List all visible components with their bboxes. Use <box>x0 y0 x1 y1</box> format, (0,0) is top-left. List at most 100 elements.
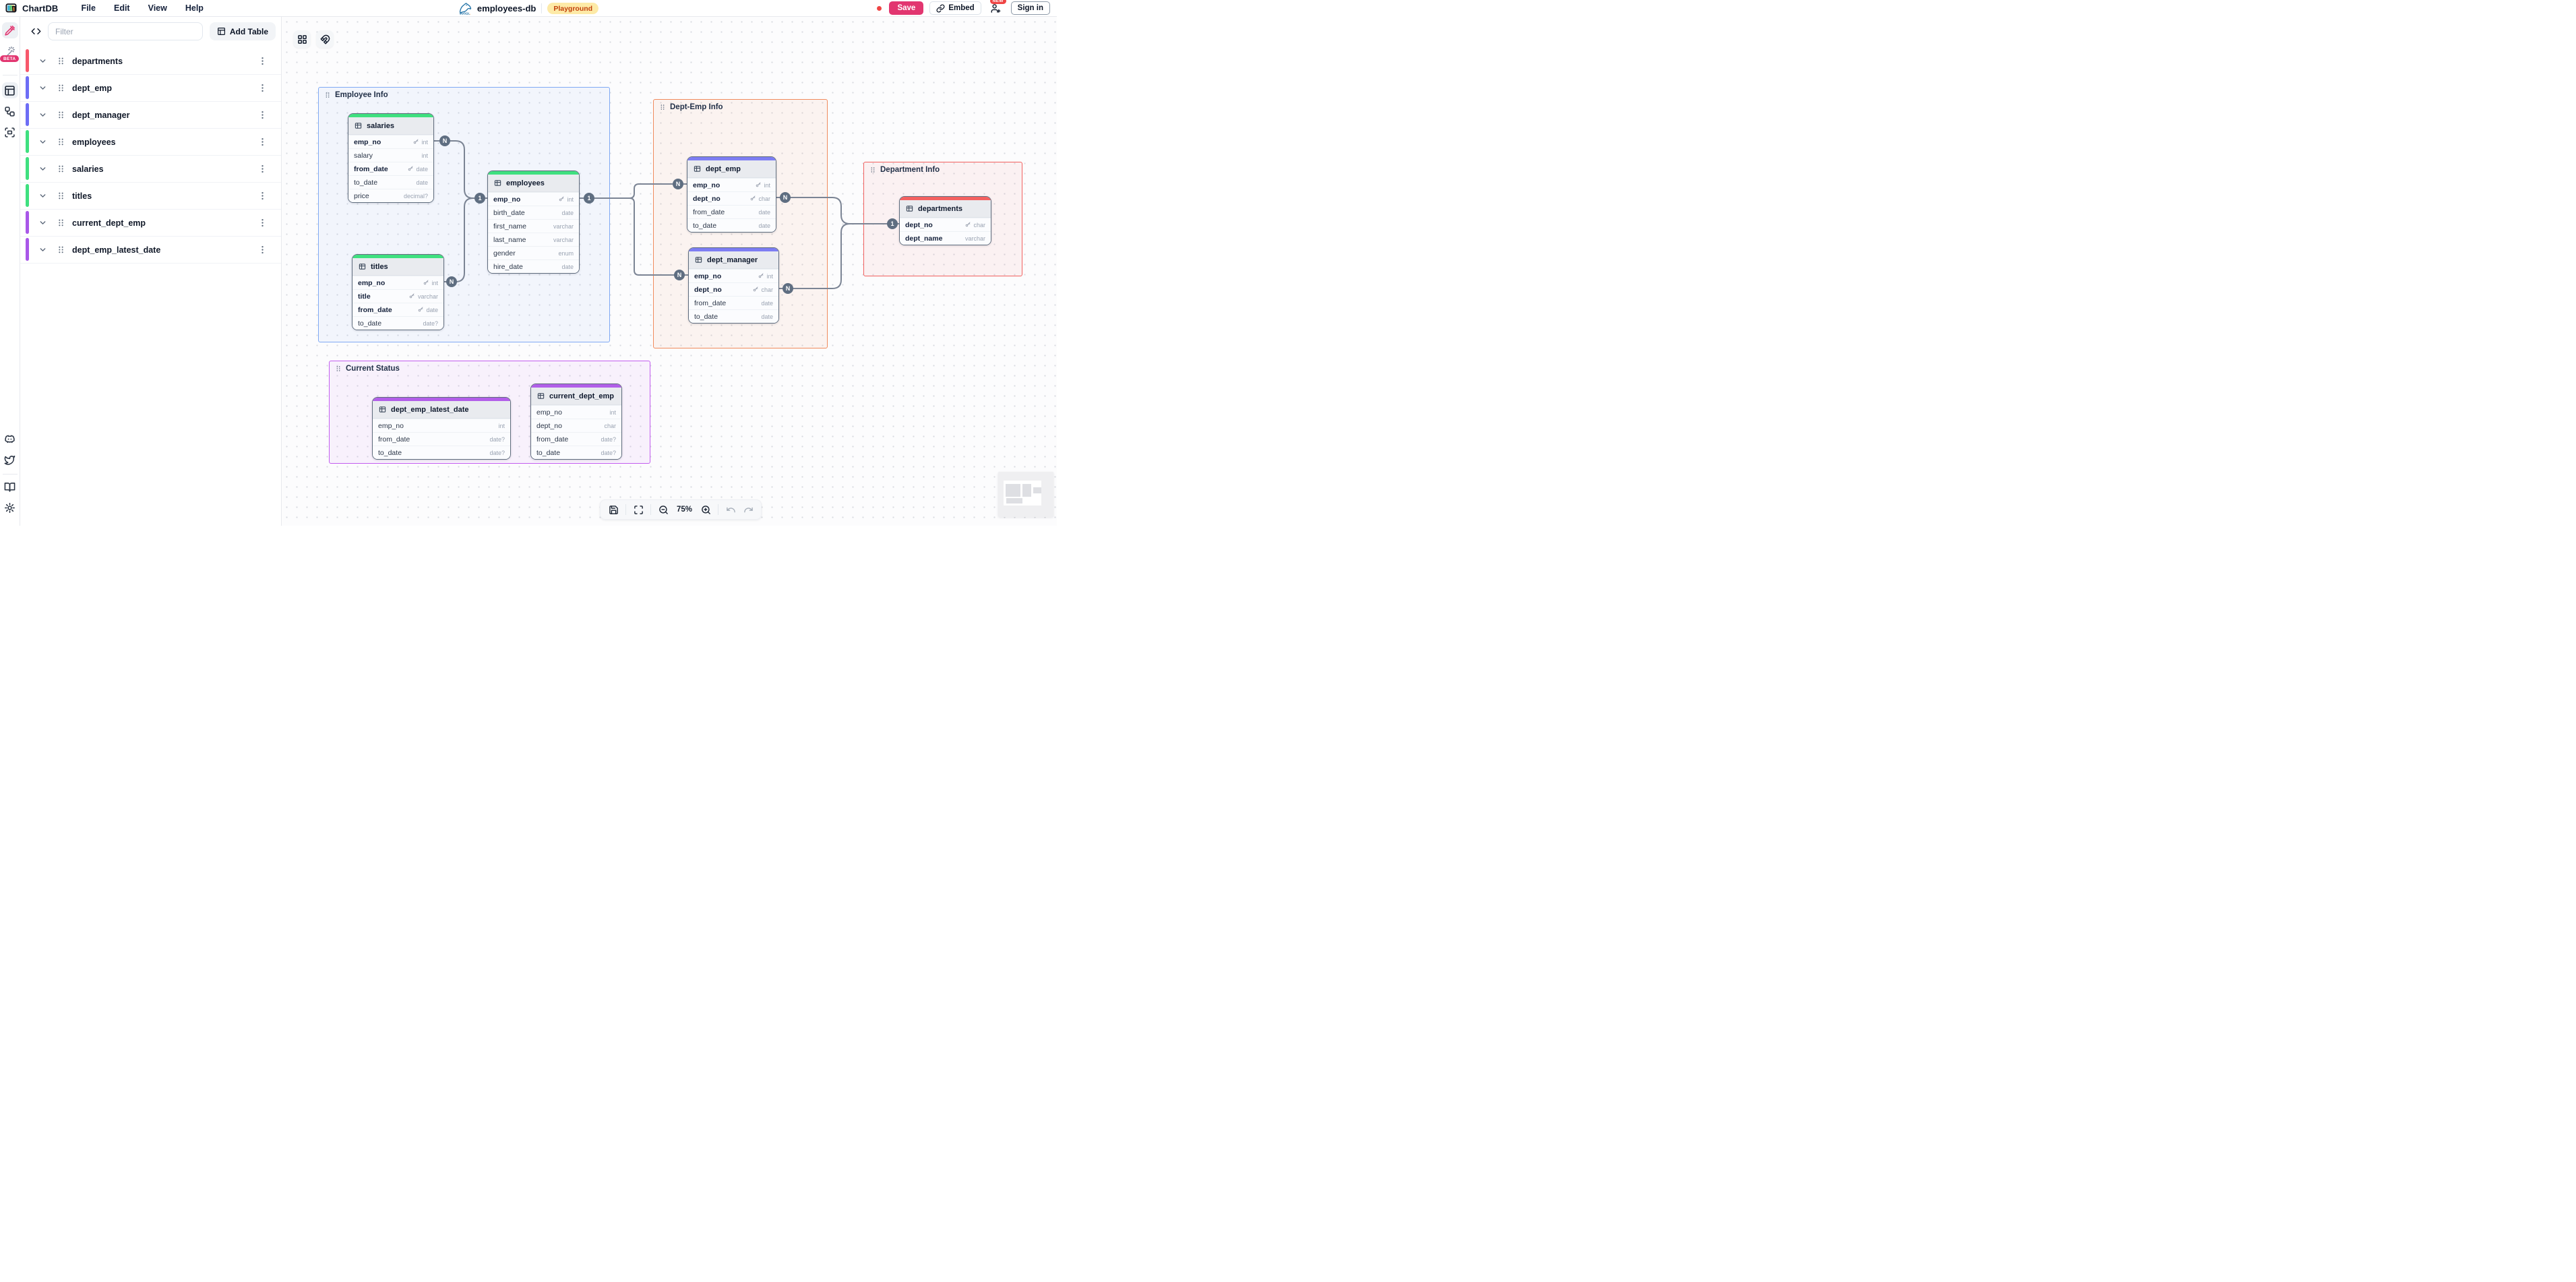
table-field-row[interactable]: dept_no char <box>687 191 776 205</box>
zoom-out-button[interactable] <box>654 501 672 518</box>
layout-grid-button[interactable] <box>293 30 311 48</box>
table-field-row[interactable]: salary int <box>348 148 433 162</box>
table-menu-button[interactable] <box>257 137 268 147</box>
diagram-table-dept_emp[interactable]: dept_emp emp_no int dept_no char from_da… <box>687 156 776 233</box>
magnet-button[interactable] <box>316 30 334 48</box>
table-field-row[interactable]: from_date date <box>687 205 776 218</box>
drag-handle-icon[interactable] <box>57 57 65 65</box>
table-header[interactable]: departments <box>900 200 991 218</box>
table-menu-button[interactable] <box>257 245 268 255</box>
diagram-table-dept_manager[interactable]: dept_manager emp_no int dept_no char fro… <box>688 247 779 324</box>
table-list-item[interactable]: dept_emp_latest_date <box>20 237 281 264</box>
table-field-row[interactable]: price decimal? <box>348 189 433 202</box>
drag-handle-icon[interactable] <box>57 191 65 200</box>
zoom-in-button[interactable] <box>697 501 714 518</box>
drag-handle-icon[interactable] <box>57 111 65 119</box>
rail-pencil-ruler-button[interactable] <box>2 22 18 38</box>
chevron-down-icon[interactable] <box>38 84 47 92</box>
table-menu-button[interactable] <box>257 218 268 228</box>
fit-view-button[interactable] <box>630 501 647 518</box>
zoom-level[interactable]: 75% <box>672 506 697 514</box>
table-field-row[interactable]: from_date date <box>352 303 443 316</box>
rail-settings-button[interactable] <box>2 499 18 516</box>
table-list-item[interactable]: dept_emp <box>20 75 281 102</box>
drag-handle-icon[interactable] <box>57 245 65 254</box>
table-list-item[interactable]: departments <box>20 48 281 75</box>
menu-file[interactable]: File <box>81 3 96 13</box>
drag-handle-icon[interactable] <box>57 84 65 92</box>
table-list-item[interactable]: salaries <box>20 156 281 183</box>
table-list-item[interactable]: titles <box>20 183 281 210</box>
save-diagram-button[interactable] <box>605 501 622 518</box>
table-menu-button[interactable] <box>257 56 268 66</box>
drag-handle-icon[interactable] <box>57 218 65 227</box>
table-field-row[interactable]: emp_no int <box>352 276 443 289</box>
table-field-row[interactable]: to_date date <box>687 218 776 232</box>
table-field-row[interactable]: from_date date? <box>531 432 621 446</box>
drag-handle-icon[interactable] <box>57 138 65 146</box>
drag-handle-icon[interactable] <box>57 164 65 173</box>
table-header[interactable]: current_dept_emp <box>531 388 621 405</box>
table-field-row[interactable]: birth_date date <box>488 206 579 219</box>
rail-workflow-button[interactable] <box>2 103 18 119</box>
table-field-row[interactable]: hire_date date <box>488 260 579 273</box>
table-field-row[interactable]: from_date date <box>689 296 778 309</box>
table-field-row[interactable]: to_date date? <box>373 446 510 459</box>
table-list-item[interactable]: dept_manager <box>20 102 281 129</box>
rail-twitter-button[interactable] <box>2 452 18 468</box>
table-field-row[interactable]: dept_name varchar <box>900 231 991 245</box>
table-field-row[interactable]: from_date date? <box>373 432 510 446</box>
rail-table-button[interactable] <box>2 82 18 98</box>
table-field-row[interactable]: emp_no int <box>348 135 433 148</box>
table-menu-button[interactable] <box>257 83 268 93</box>
chevron-down-icon[interactable] <box>38 111 47 119</box>
table-field-row[interactable]: dept_no char <box>531 419 621 432</box>
table-header[interactable]: dept_emp <box>687 160 776 178</box>
table-header[interactable]: titles <box>352 258 443 276</box>
relationship-edge[interactable] <box>776 197 899 224</box>
relationship-edge[interactable] <box>580 198 688 275</box>
table-header[interactable]: dept_emp_latest_date <box>373 401 510 419</box>
chevron-down-icon[interactable] <box>38 57 47 65</box>
diagram-table-departments[interactable]: departments dept_no char dept_name varch… <box>899 196 991 245</box>
table-header[interactable]: employees <box>488 175 579 192</box>
table-field-row[interactable]: emp_no int <box>687 178 776 191</box>
filter-input[interactable] <box>48 22 203 40</box>
table-menu-button[interactable] <box>257 110 268 120</box>
diagram-table-titles[interactable]: titles emp_no int title varchar from_dat… <box>352 254 444 330</box>
rail-group-button[interactable] <box>2 124 18 140</box>
chevron-down-icon[interactable] <box>38 218 47 227</box>
diagram-table-employees[interactable]: employees emp_no int birth_date date fir… <box>487 171 580 274</box>
table-field-row[interactable]: to_date date? <box>531 446 621 459</box>
relationship-edge[interactable] <box>779 224 899 288</box>
minimap[interactable] <box>998 472 1053 517</box>
table-field-row[interactable]: to_date date? <box>352 316 443 330</box>
table-field-row[interactable]: dept_no char <box>900 218 991 231</box>
table-menu-button[interactable] <box>257 164 268 174</box>
diagram-table-salaries[interactable]: salaries emp_no int salary int from_date <box>348 113 434 203</box>
chevron-down-icon[interactable] <box>38 164 47 173</box>
rail-discord-button[interactable] <box>2 431 18 447</box>
table-field-row[interactable]: to_date date <box>348 175 433 189</box>
relationship-edge[interactable] <box>580 184 687 198</box>
relationship-edge[interactable] <box>434 141 487 198</box>
undo-button[interactable] <box>722 501 739 518</box>
diagram-name[interactable]: employees-db <box>477 3 536 13</box>
save-button[interactable]: Save <box>889 1 923 15</box>
table-field-row[interactable]: to_date date <box>689 309 778 323</box>
table-field-row[interactable]: from_date date <box>348 162 433 175</box>
table-field-row[interactable]: dept_no char <box>689 282 778 296</box>
rail-book-open-button[interactable] <box>2 479 18 495</box>
table-header[interactable]: dept_manager <box>689 251 778 269</box>
chevron-down-icon[interactable] <box>38 191 47 200</box>
code-icon[interactable] <box>31 26 41 36</box>
diagram-table-current_dept_emp[interactable]: current_dept_emp emp_no int dept_no char… <box>530 384 622 460</box>
menu-view[interactable]: View <box>148 3 167 13</box>
table-field-row[interactable]: title varchar <box>352 289 443 303</box>
table-list-item[interactable]: current_dept_emp <box>20 210 281 237</box>
table-field-row[interactable]: gender enum <box>488 246 579 260</box>
table-menu-button[interactable] <box>257 191 268 201</box>
table-field-row[interactable]: emp_no int <box>531 405 621 419</box>
relationship-edge[interactable] <box>444 198 487 282</box>
sign-in-button[interactable]: Sign in <box>1011 1 1050 15</box>
